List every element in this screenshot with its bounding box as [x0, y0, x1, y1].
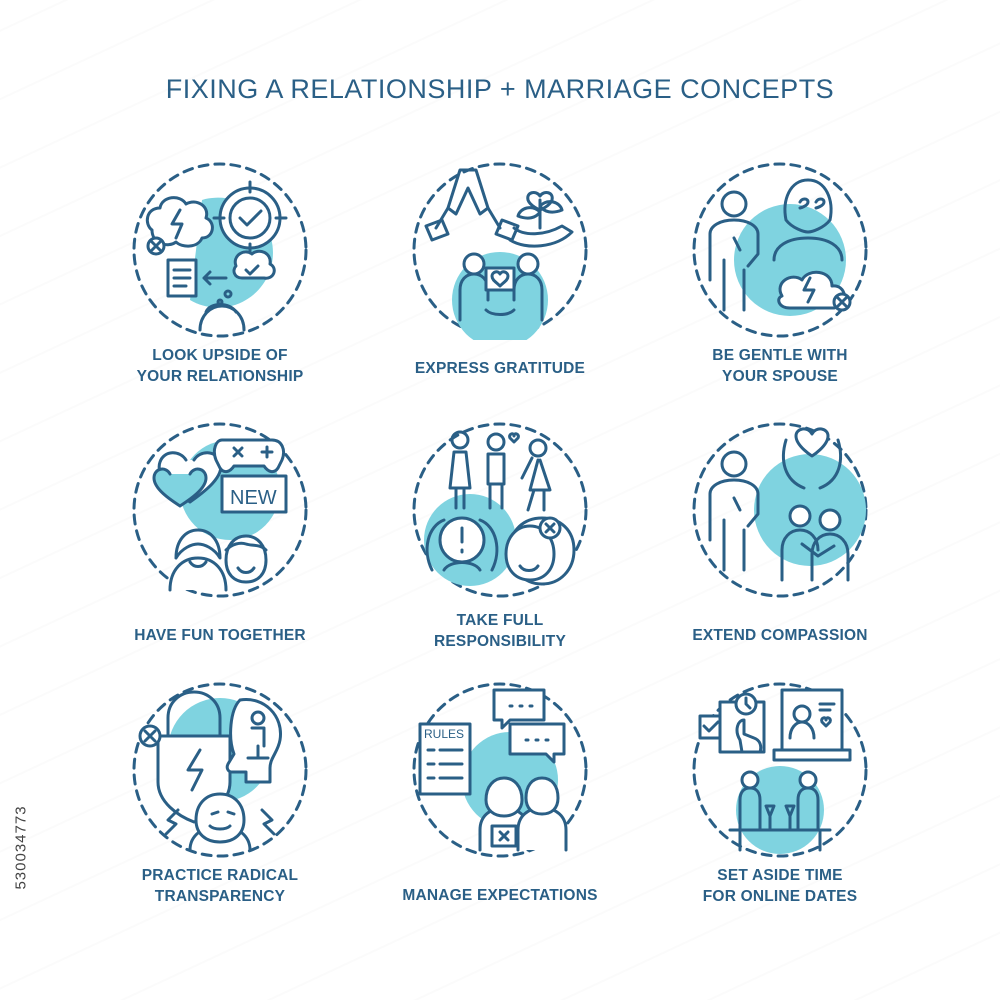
video-call-dinner-icon	[690, 680, 870, 860]
stock-id: 530034773	[10, 765, 32, 935]
stock-id-text: 530034773	[12, 805, 30, 890]
concept-label: MANAGE EXPECTATIONS	[402, 887, 598, 904]
concept-card-express-gratitude: EXPRESS GRATITUDE	[360, 150, 640, 410]
couple-storm-cloud-icon	[690, 160, 870, 340]
hearts-gamepad-icon: NEW	[130, 420, 310, 600]
concept-label: SET ASIDE TIME FOR ONLINE DATES	[702, 867, 858, 905]
concept-card-be-gentle: BE GENTLE WITH YOUR SPOUSE	[640, 150, 920, 410]
concept-card-online-dates: SET ASIDE TIME FOR ONLINE DATES	[640, 670, 920, 930]
figures-exclamation-icon	[410, 420, 590, 600]
concept-card-look-upside: LOOK UPSIDE OF YOUR RELATIONSHIP	[80, 150, 360, 410]
concept-card-take-responsibility: TAKE FULL RESPONSIBILITY	[360, 410, 640, 670]
praying-hands-heart-plant-icon	[410, 160, 590, 340]
concept-label: LOOK UPSIDE OF YOUR RELATIONSHIP	[136, 347, 304, 385]
concept-card-radical-transparency: PRACTICE RADICAL TRANSPARENCY	[80, 670, 360, 930]
concept-label: TAKE FULL RESPONSIBILITY	[434, 612, 566, 650]
hands-heart-hug-icon	[690, 420, 870, 600]
rules-chat-couple-icon: RULES	[410, 680, 590, 860]
concept-label: EXPRESS GRATITUDE	[414, 360, 586, 377]
svg-text:RULES: RULES	[424, 727, 464, 741]
concept-label: PRACTICE RADICAL TRANSPARENCY	[141, 867, 299, 905]
lock-lightning-mind-icon	[130, 680, 310, 860]
svg-text:NEW: NEW	[230, 487, 277, 509]
concept-label: BE GENTLE WITH YOUR SPOUSE	[712, 347, 848, 385]
concept-card-manage-expectations: RULES MANAGE EXPECTATIONS	[360, 670, 640, 930]
thought-cloud-checkmark-icon	[130, 160, 310, 340]
concept-grid: LOOK UPSIDE OF YOUR RELATIONSHIP	[80, 150, 920, 930]
page-title: FIXING A RELATIONSHIP + MARRIAGE CONCEPT…	[165, 74, 835, 104]
concept-label: EXTEND COMPASSION	[692, 627, 868, 644]
concept-label: HAVE FUN TOGETHER	[134, 627, 306, 644]
concept-card-have-fun: NEW HAVE FUN TOGETHER	[80, 410, 360, 670]
concept-card-extend-compassion: EXTEND COMPASSION	[640, 410, 920, 670]
